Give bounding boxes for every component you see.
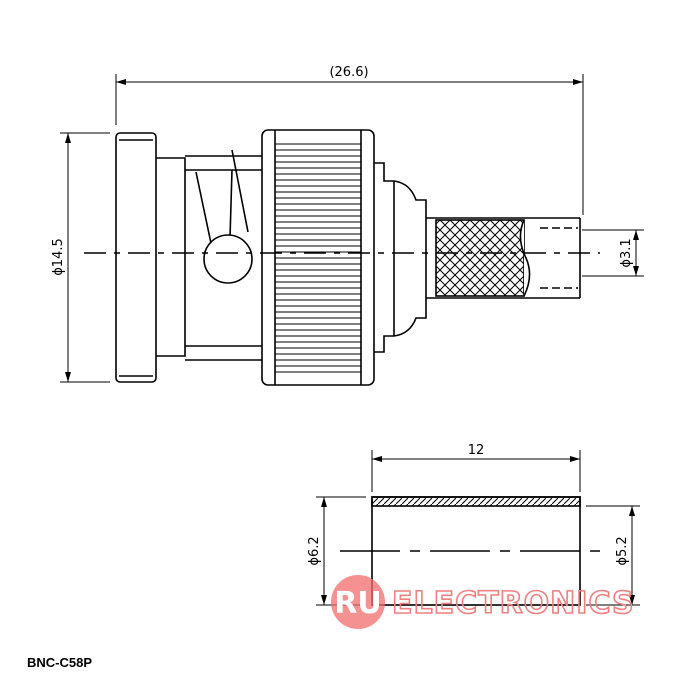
ferrule-length-label: 12	[468, 443, 485, 458]
dimension-body-diameter	[60, 132, 110, 383]
dimension-cable-diameter	[582, 229, 644, 277]
dimension-overall-length	[115, 74, 584, 215]
cable-diameter-label: ϕ3.1	[619, 238, 634, 267]
locking-pin	[203, 234, 253, 284]
body-diameter-label: ϕ14.5	[51, 238, 66, 276]
overall-length-label: (26.6)	[329, 65, 368, 80]
crimp-ferrule-knurled	[435, 219, 525, 297]
ferrule-inner-label: ϕ5.2	[615, 536, 630, 565]
coupling-nut	[261, 129, 375, 386]
watermark-logo: RU ELECTRONICS	[331, 575, 635, 629]
part-number-caption: BNC-C58P	[27, 655, 93, 670]
dimension-ferrule-length	[371, 450, 581, 492]
bayonet-flange	[115, 132, 157, 383]
knurl-lines	[275, 143, 361, 373]
dimension-ferrule-inner	[586, 505, 640, 606]
watermark-text: ELECTRONICS	[392, 586, 635, 621]
watermark-logo-circle	[331, 575, 385, 629]
rear-body	[374, 162, 427, 353]
connector-side-view	[115, 129, 581, 386]
ferrule-outer-label: ϕ6.2	[307, 536, 322, 565]
ferrule-wall-hatch	[371, 496, 581, 507]
watermark-logo-letters: RU	[334, 586, 381, 621]
bayonet-sleeve	[156, 157, 186, 357]
